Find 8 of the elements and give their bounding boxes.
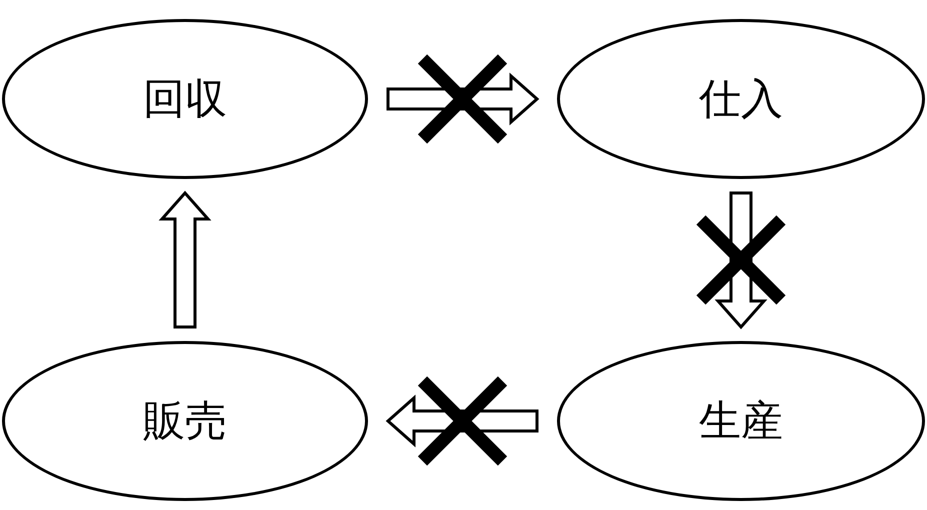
block-arrow: [158, 190, 212, 328]
node-label: 販売: [143, 395, 227, 447]
node-label: 回収: [143, 73, 227, 125]
node-label: 仕入: [699, 73, 783, 125]
block-arrow: [386, 394, 538, 448]
block-arrow: [714, 192, 768, 330]
block-arrow: [386, 72, 540, 126]
node-label: 生産: [699, 395, 783, 447]
